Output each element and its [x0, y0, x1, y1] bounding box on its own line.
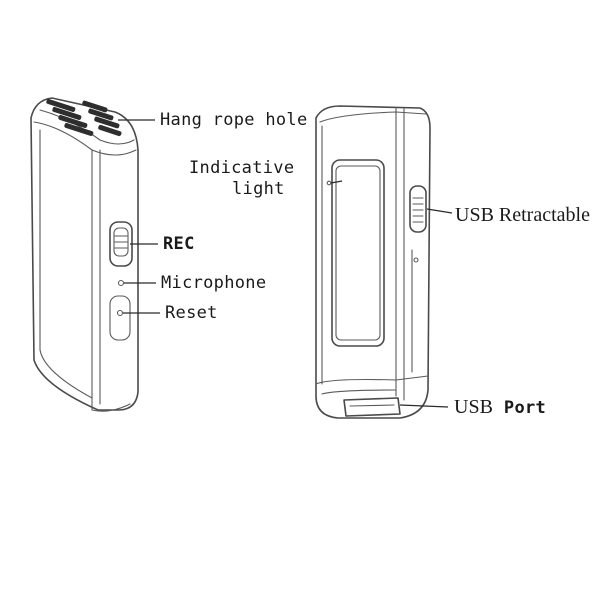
label-indicative: Indicative	[189, 158, 294, 178]
label-reset: Reset	[165, 303, 218, 323]
usb-retractable-slider	[409, 185, 427, 233]
label-rec: REC	[163, 234, 195, 254]
display-window	[331, 159, 385, 347]
label-light: light	[232, 179, 285, 199]
label-port-word: Port	[504, 398, 546, 418]
microphone-hole	[117, 279, 125, 287]
leader-indicative-light	[330, 180, 343, 184]
label-usb-port: USB Port	[454, 396, 546, 418]
label-usb-word: USB	[454, 396, 493, 418]
leader-usb-retractable	[426, 208, 453, 214]
hang-rope-hole-slots	[46, 98, 122, 137]
leader-lines	[118, 119, 453, 408]
leader-usb-port	[399, 404, 449, 408]
reset-hole	[116, 309, 124, 317]
indicative-light-dot	[326, 180, 332, 186]
label-microphone: Microphone	[161, 273, 266, 293]
rec-switch	[109, 221, 133, 267]
usb-port-opening	[343, 397, 401, 417]
left-device	[30, 97, 139, 412]
right-device	[315, 105, 431, 419]
label-hang-rope-hole: Hang rope hole	[160, 110, 308, 130]
label-usb-retractable: USB Retractable	[455, 204, 590, 226]
